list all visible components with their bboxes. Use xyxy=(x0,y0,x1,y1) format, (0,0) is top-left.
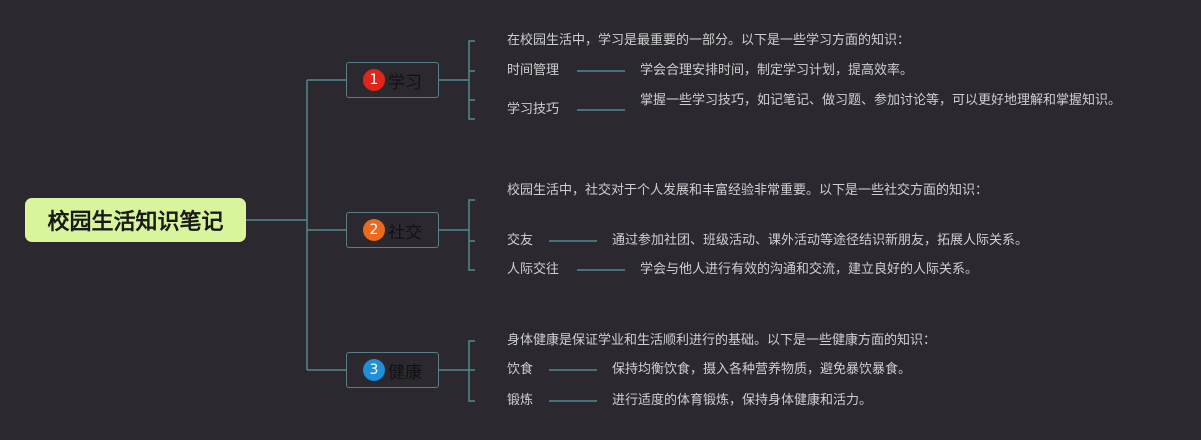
branch-label-health: 健康 xyxy=(388,362,422,383)
number-badge-2: 2 xyxy=(363,219,385,241)
root-title: 校园生活知识笔记 xyxy=(47,210,224,235)
intro-social[interactable]: 校园生活中，社交对于个人发展和丰富经验非常重要。以下是一些社交方面的知识： xyxy=(507,183,989,198)
item-name-interpersonal[interactable]: 人际交往 xyxy=(507,262,560,277)
item-name-making-friends[interactable]: 交友 xyxy=(507,233,534,248)
item-name-time-management[interactable]: 时间管理 xyxy=(507,63,560,78)
item-desc-time-management[interactable]: 学会合理安排时间，制定学习计划，提高效率。 xyxy=(640,63,914,78)
item-desc-study-skills[interactable]: 掌握一些学习技巧，如记笔记、做习题、参加讨论等，可以更好地理解和掌握知识。 xyxy=(640,93,1122,108)
item-name-study-skills[interactable]: 学习技巧 xyxy=(507,102,560,117)
number-badge-3: 3 xyxy=(363,359,385,381)
item-desc-interpersonal[interactable]: 学会与他人进行有效的沟通和交流，建立良好的人际关系。 xyxy=(640,262,979,277)
root-topic[interactable]: 校园生活知识笔记 xyxy=(25,198,246,242)
item-name-diet[interactable]: 饮食 xyxy=(507,362,534,377)
item-name-exercise[interactable]: 锻炼 xyxy=(507,393,534,408)
intro-study[interactable]: 在校园生活中，学习是最重要的一部分。以下是一些学习方面的知识： xyxy=(507,33,911,48)
branch-social[interactable]: 2 社交 xyxy=(346,212,439,248)
item-desc-making-friends[interactable]: 通过参加社团、班级活动、课外活动等途径结识新朋友，拓展人际关系。 xyxy=(612,233,1029,248)
branch-study[interactable]: 1 学习 xyxy=(346,62,439,98)
branch-label-study: 学习 xyxy=(388,72,422,93)
number-badge-1: 1 xyxy=(363,69,385,91)
item-desc-exercise[interactable]: 进行适度的体育锻炼，保持身体健康和活力。 xyxy=(612,393,873,408)
branch-label-social: 社交 xyxy=(388,222,422,243)
item-desc-diet[interactable]: 保持均衡饮食，摄入各种营养物质，避免暴饮暴食。 xyxy=(612,362,912,377)
branch-health[interactable]: 3 健康 xyxy=(346,352,439,388)
intro-health[interactable]: 身体健康是保证学业和生活顺利进行的基础。以下是一些健康方面的知识： xyxy=(507,333,937,348)
